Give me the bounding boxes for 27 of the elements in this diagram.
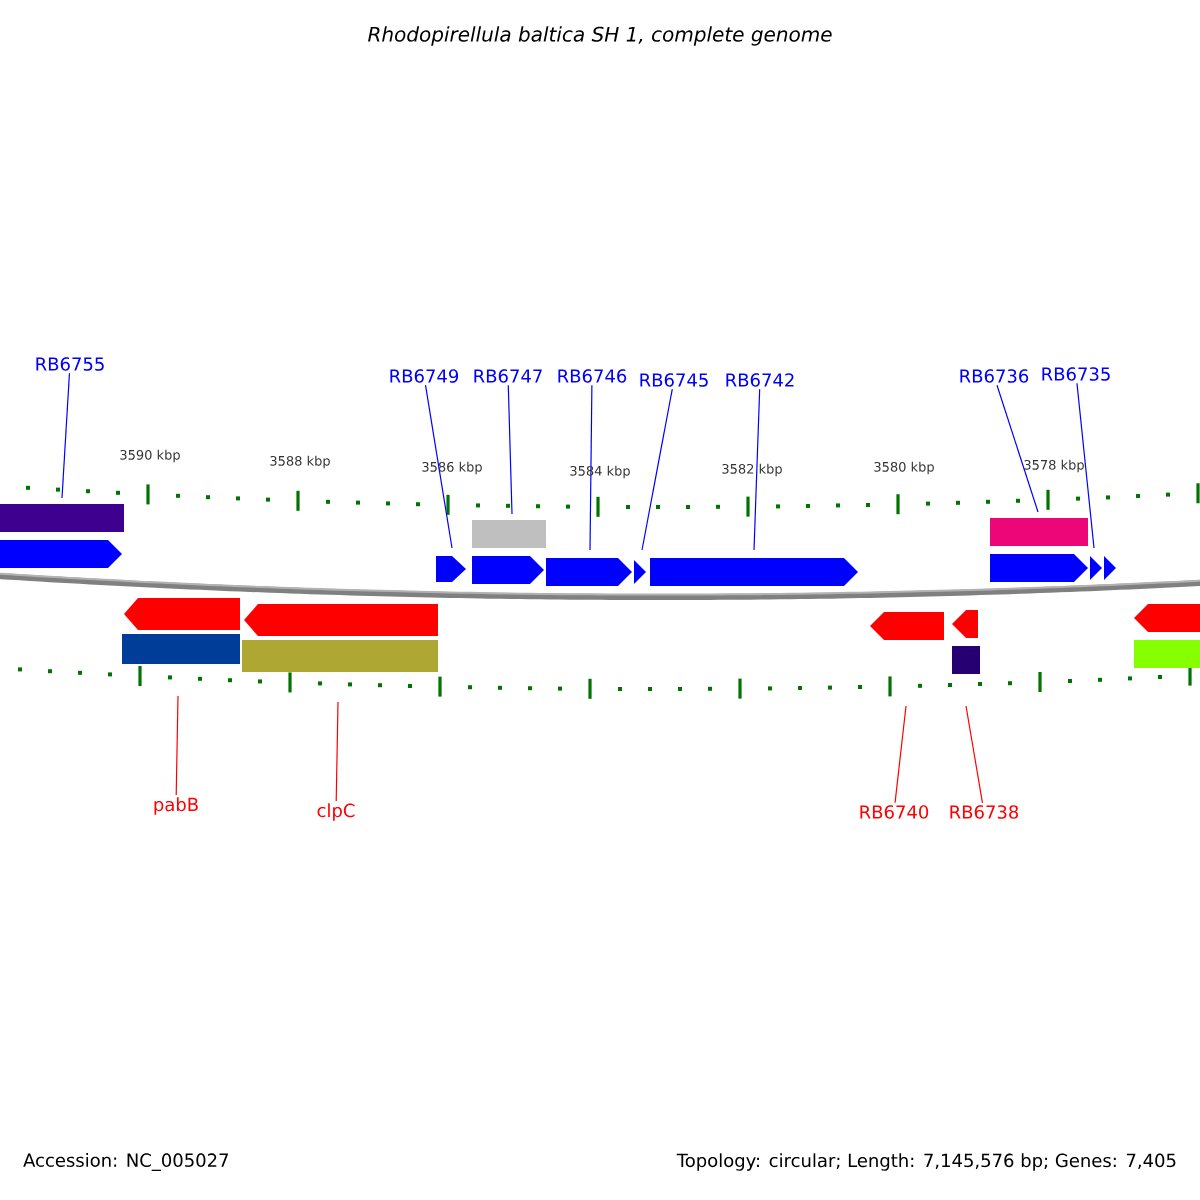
leader-line — [1076, 382, 1095, 549]
gene-label: RB6736 — [960, 369, 1029, 383]
leader-line — [507, 384, 513, 515]
accession-text: Accession: NC_005027 — [23, 1153, 228, 1171]
leader-line — [589, 384, 593, 551]
genome-info-text: Topology: circular; Length: 7,145,576 bp; Genes: 7,405 — [676, 1153, 1176, 1171]
leader-line — [61, 372, 71, 499]
gene-label: clpC — [317, 803, 355, 821]
gene-label: pabB — [154, 797, 198, 815]
title: Rhodopirellula baltica SH 1, complete genome — [368, 26, 832, 46]
leader-line — [641, 388, 673, 551]
leader-line — [753, 388, 761, 551]
gene-label: RB6749 — [390, 369, 459, 383]
gene-label: RB6738 — [950, 805, 1019, 819]
leader-line — [424, 384, 453, 549]
gene-label: RB6740 — [860, 805, 929, 819]
leader-line — [965, 705, 984, 804]
gene-label: RB6735 — [1042, 367, 1110, 381]
leader-line — [996, 384, 1039, 513]
gene-label: RB6746 — [558, 369, 627, 383]
leader-line — [335, 701, 339, 802]
gene-label: RB6745 — [640, 373, 708, 387]
leader-line — [175, 695, 179, 796]
gene-label: RB6742 — [726, 373, 794, 387]
gene-label: RB6755 — [36, 357, 104, 371]
gene-label: RB6747 — [474, 369, 542, 383]
leader-line — [894, 705, 907, 804]
